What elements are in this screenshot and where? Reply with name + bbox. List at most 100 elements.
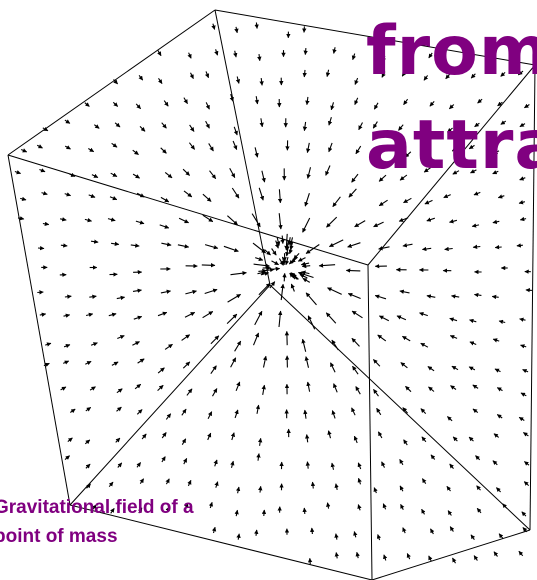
- field-arrow: [116, 295, 126, 301]
- field-arrow: [447, 127, 453, 133]
- field-arrow: [302, 217, 311, 233]
- field-arrow: [297, 257, 306, 262]
- field-arrow: [116, 406, 122, 412]
- field-arrow: [373, 221, 384, 228]
- field-arrow: [277, 189, 283, 204]
- field-arrow: [498, 319, 506, 325]
- field-arrow: [305, 244, 320, 254]
- field-arrow: [491, 294, 499, 300]
- field-arrow: [254, 310, 263, 326]
- field-arrow: [326, 502, 331, 509]
- field-arrow: [184, 311, 196, 318]
- field-arrow: [60, 243, 68, 248]
- field-arrow: [330, 462, 335, 470]
- field-arrow: [293, 253, 300, 260]
- field-arrow: [492, 460, 498, 466]
- heading-line-2: attra: [366, 106, 537, 185]
- field-arrow: [451, 146, 459, 152]
- field-arrow: [164, 343, 173, 350]
- field-arrow: [381, 55, 386, 62]
- field-arrow: [161, 122, 167, 129]
- field-arrow: [234, 509, 239, 517]
- field-arrow: [305, 434, 310, 443]
- field-arrow: [183, 190, 193, 198]
- field-arrow: [329, 239, 344, 248]
- field-arrow: [357, 462, 362, 470]
- field-arrow: [136, 192, 145, 198]
- field-arrow: [165, 506, 170, 513]
- heading-line-1: from: [366, 12, 537, 91]
- field-arrow: [86, 483, 91, 489]
- field-arrow: [374, 147, 381, 156]
- field-arrow: [114, 122, 121, 128]
- field-arrow: [525, 288, 532, 293]
- field-arrow: [214, 49, 219, 56]
- field-arrow: [111, 361, 119, 366]
- field-arrow: [161, 456, 166, 463]
- field-arrow: [64, 455, 70, 461]
- field-arrow: [42, 221, 50, 227]
- field-arrow: [88, 193, 96, 198]
- field-arrow: [420, 342, 429, 348]
- field-arrow: [185, 289, 197, 295]
- field-arrow: [475, 455, 481, 461]
- field-arrow: [92, 504, 97, 510]
- field-arrow: [257, 54, 262, 62]
- field-arrow: [421, 436, 427, 443]
- field-arrow: [252, 242, 266, 254]
- field-arrow: [157, 311, 168, 317]
- field-arrow: [524, 103, 530, 109]
- field-arrow: [351, 310, 363, 319]
- field-arrow: [110, 172, 118, 177]
- field-arrow: [333, 383, 338, 393]
- field-arrow: [378, 199, 388, 207]
- field-arrow: [516, 243, 523, 248]
- field-arrow: [428, 386, 435, 392]
- field-arrow: [473, 292, 482, 298]
- field-arrow: [181, 438, 187, 445]
- field-arrow: [85, 406, 92, 412]
- field-arrow: [351, 53, 357, 61]
- field-arrow: [204, 288, 218, 295]
- field-arrow: [69, 408, 76, 414]
- field-arrow: [207, 432, 212, 441]
- field-arrow: [115, 437, 121, 443]
- field-arrow: [254, 96, 260, 105]
- field-arrow: [230, 460, 235, 468]
- field-arrow: [402, 527, 407, 534]
- field-arrow: [189, 124, 195, 132]
- field-arrow: [186, 388, 193, 396]
- field-arrow: [472, 384, 479, 389]
- field-arrow: [351, 173, 359, 183]
- field-arrow: [446, 485, 452, 492]
- field-arrow: [518, 416, 525, 422]
- field-arrow: [403, 98, 409, 106]
- field-arrow: [301, 270, 310, 275]
- field-arrow: [405, 385, 412, 393]
- field-arrow: [325, 69, 331, 78]
- field-arrow: [258, 187, 265, 201]
- field-arrow: [447, 416, 453, 422]
- field-arrow: [325, 312, 337, 324]
- field-arrow: [88, 147, 95, 153]
- field-arrow: [517, 70, 524, 76]
- field-arrow: [379, 315, 390, 322]
- field-arrow: [492, 219, 500, 225]
- field-arrow: [494, 245, 502, 250]
- field-arrow: [63, 313, 71, 318]
- field-arrow: [354, 97, 359, 106]
- field-arrow: [67, 437, 73, 443]
- field-arrow: [451, 294, 460, 299]
- field-arrow: [261, 170, 266, 183]
- field-arrow: [289, 241, 294, 251]
- field-arrow: [60, 386, 67, 391]
- field-arrow: [497, 194, 505, 199]
- field-arrow: [449, 104, 455, 110]
- field-arrow: [135, 103, 142, 110]
- field-arrow: [37, 290, 44, 295]
- field-arrow: [331, 339, 339, 351]
- field-arrow: [422, 125, 429, 132]
- cube-edge: [529, 64, 536, 531]
- field-arrow: [520, 392, 527, 397]
